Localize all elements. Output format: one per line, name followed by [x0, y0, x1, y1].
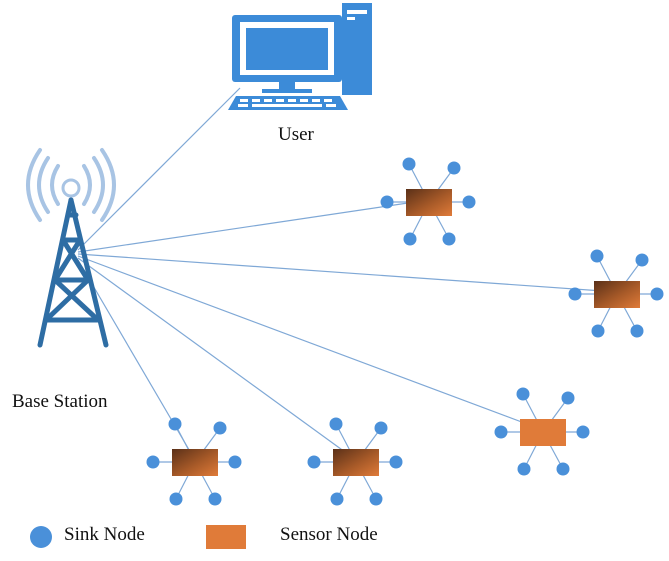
- link-to-cluster-1: [77, 199, 429, 253]
- sink-node: [146, 455, 160, 469]
- sink-node: [561, 391, 575, 405]
- sink-node: [447, 161, 461, 175]
- sensor-node: [520, 419, 566, 446]
- sink-node: [213, 421, 227, 435]
- sink-node: [403, 232, 417, 246]
- sink-node: [329, 417, 343, 431]
- legend: [30, 525, 246, 549]
- sink-node: [556, 462, 570, 476]
- sink-node: [517, 462, 531, 476]
- sink-node: [369, 492, 383, 506]
- sensor-node: [406, 189, 452, 216]
- legend-sensor-node-label: Sensor Node: [280, 524, 378, 545]
- sink-node: [402, 157, 416, 171]
- sensor-node: [594, 281, 640, 308]
- sink-node: [374, 421, 388, 435]
- sink-node: [516, 387, 530, 401]
- sink-node: [330, 492, 344, 506]
- base-station-label: Base Station: [12, 391, 108, 412]
- sink-node: [635, 253, 649, 267]
- sink-node: [576, 425, 590, 439]
- sink-node: [650, 287, 664, 301]
- sink-node: [169, 492, 183, 506]
- link-to-cluster-3: [77, 255, 544, 431]
- sensor-cluster: [380, 157, 476, 246]
- communication-links: [77, 87, 618, 461]
- sink-node: [591, 324, 605, 338]
- sink-node: [208, 492, 222, 506]
- legend-sink-node-marker: [30, 526, 52, 548]
- sensor-node: [333, 449, 379, 476]
- sensor-cluster: [146, 417, 242, 506]
- sink-node: [307, 455, 321, 469]
- sensor-cluster: [568, 249, 664, 338]
- sink-node: [168, 417, 182, 431]
- sink-node: [590, 249, 604, 263]
- radio-tower-icon: [26, 148, 116, 348]
- link-to-cluster-4: [77, 257, 357, 461]
- user-label: User: [278, 124, 314, 145]
- sensor-cluster: [307, 417, 403, 506]
- sink-node: [380, 195, 394, 209]
- legend-sink-node-label: Sink Node: [64, 524, 145, 545]
- sink-node: [630, 324, 644, 338]
- sensor-cluster: [494, 387, 590, 476]
- sink-node: [442, 232, 456, 246]
- legend-sensor-node-marker: [206, 525, 246, 549]
- sensor-clusters: [146, 157, 664, 506]
- sink-node: [568, 287, 582, 301]
- link-to-user: [77, 87, 241, 251]
- sink-node: [228, 455, 242, 469]
- sink-node: [389, 455, 403, 469]
- sensor-node: [172, 449, 218, 476]
- sink-node: [462, 195, 476, 209]
- link-to-cluster-2: [77, 253, 618, 293]
- desktop-computer-icon: [228, 3, 372, 110]
- sink-node: [494, 425, 508, 439]
